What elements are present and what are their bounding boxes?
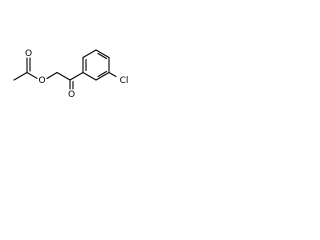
ring-inner-bond-3 (97, 70, 108, 78)
ring-bond-3 (95, 49, 110, 59)
bond-ch2-ketone (56, 71, 71, 81)
atom-o-ester: O (38, 76, 45, 86)
bond-ester-o-ch2 (46, 71, 58, 80)
molecule-structure: O O O Cl (13, 49, 129, 100)
ring-bond-6 (82, 71, 97, 81)
ring-bond-5 (95, 71, 110, 81)
atom-cl: Cl (120, 76, 129, 86)
bond-acetyl-ester-o (26, 71, 38, 79)
bond-ring-cl (108, 71, 117, 78)
bond-methyl-acetyl (13, 71, 28, 81)
ring-inner-bond-2 (97, 52, 108, 60)
bond-ketone-ring (69, 71, 84, 81)
ring-bond-2 (82, 49, 97, 59)
atom-o-carbonyl-acetyl: O (25, 49, 32, 59)
atom-o-carbonyl-ketone: O (68, 90, 75, 100)
